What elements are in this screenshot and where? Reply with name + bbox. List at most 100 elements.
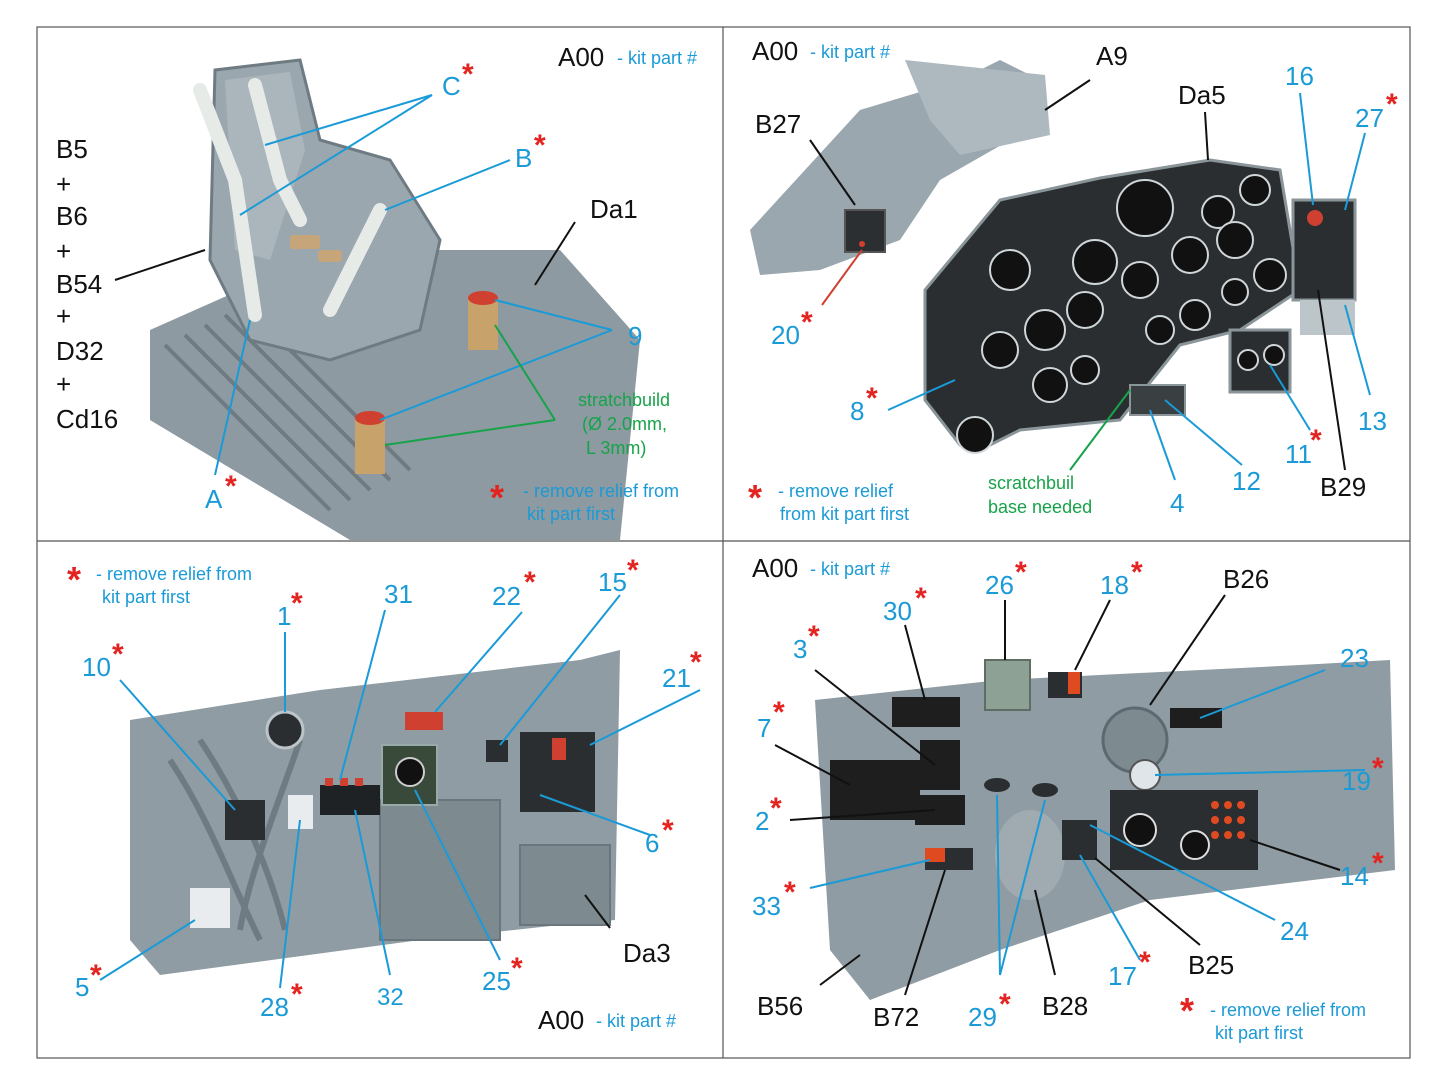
switch-box-B29 — [1291, 198, 1357, 302]
callout-30: 30 — [883, 596, 912, 626]
asterisk: * — [1386, 88, 1398, 121]
switch-B26 — [1101, 706, 1169, 774]
callout-23: 23 — [1340, 643, 1369, 673]
callout-26: 26 — [985, 570, 1014, 600]
knob-29 — [984, 778, 1010, 792]
stretch-note: (Ø 2.0mm, — [582, 414, 667, 434]
remove-relief-note: - remove relief from — [1210, 1000, 1366, 1020]
junction-box — [519, 844, 611, 926]
asterisk: * — [801, 306, 813, 339]
callout-15: 15 — [598, 567, 627, 597]
callout-C: C — [442, 71, 461, 101]
remove-relief-note: kit part first — [102, 587, 190, 607]
asterisk: * — [291, 587, 303, 620]
svg-text:Cd16: Cd16 — [56, 404, 118, 434]
callout-19: 19 — [1342, 766, 1371, 796]
asterisk: * — [999, 988, 1011, 1021]
leader-lines — [774, 594, 1366, 996]
seat-harness — [193, 78, 387, 322]
callout-16: 16 — [1285, 61, 1314, 91]
callout-4: 4 — [1170, 488, 1184, 518]
knob-29 — [1032, 783, 1058, 797]
callout-31: 31 — [384, 579, 413, 609]
svg-text:+: + — [56, 236, 71, 266]
kit-part-suffix: - kit part # — [810, 42, 890, 62]
junction-box — [379, 799, 501, 941]
callout-B29: B29 — [1320, 472, 1366, 502]
callout-20: 20 — [771, 320, 800, 350]
kit-part-code: A00 — [752, 36, 798, 66]
asterisk: * — [1139, 946, 1151, 979]
remove-relief-note: - remove relief from — [96, 564, 252, 584]
asterisk: * — [524, 566, 536, 599]
placard-23 — [1170, 708, 1222, 728]
harness-buckles — [290, 235, 342, 262]
panel-left-wall: * - remove relief from kit part first 1 … — [67, 554, 702, 1035]
box-22 — [405, 712, 443, 730]
stretch-note: stratchbuild — [578, 390, 670, 410]
svg-text:+: + — [56, 301, 71, 331]
remove-relief-note: - remove relief — [778, 481, 894, 501]
callout-21: 21 — [662, 663, 691, 693]
asterisk: * — [90, 959, 102, 992]
callout-1: 1 — [277, 601, 291, 631]
kit-part-code: A00 — [558, 42, 604, 72]
asterisk: * — [1180, 990, 1194, 1031]
box-5 — [190, 888, 230, 928]
asterisk: * — [490, 477, 504, 518]
part-stack: B5 + B6 + B54 + D32 + Cd16 — [56, 134, 118, 434]
callout-22: 22 — [492, 581, 521, 611]
callout-9: 9 — [628, 321, 642, 351]
remove-relief-note: from kit part first — [780, 504, 909, 524]
scratch-note: scratchbuil — [988, 473, 1074, 493]
kit-part-code: A00 — [538, 1005, 584, 1035]
callout-13: 13 — [1358, 406, 1387, 436]
callout-B27: B27 — [755, 109, 801, 139]
asterisk: * — [662, 814, 674, 847]
kit-part-suffix: - kit part # — [810, 559, 890, 579]
asterisk: * — [67, 559, 81, 600]
remove-relief-note: - remove relief from — [523, 481, 679, 501]
svg-text:B5: B5 — [56, 134, 88, 164]
callout-7: 7 — [757, 713, 771, 743]
stretch-cylinder — [468, 291, 498, 350]
switch-box-B27 — [844, 209, 886, 253]
svg-text:+: + — [56, 369, 71, 399]
asterisk: * — [1015, 556, 1027, 589]
callout-25: 25 — [482, 966, 511, 996]
asterisk: * — [462, 58, 474, 91]
callout-18: 18 — [1100, 570, 1129, 600]
panel-dash: A00 - kit part # A9 B27 Da5 16 27 * 20 *… — [748, 36, 1398, 524]
callout-24: 24 — [1280, 916, 1309, 946]
remove-relief-note: kit part first — [1215, 1023, 1303, 1043]
callout-12: 12 — [1232, 466, 1261, 496]
callout-B56: B56 — [757, 991, 803, 1021]
asterisk: * — [1372, 847, 1384, 880]
leader-lines — [809, 79, 1371, 481]
scratch-note: base needed — [988, 497, 1092, 517]
callout-Da3: Da3 — [623, 938, 671, 968]
callout-B25: B25 — [1188, 950, 1234, 980]
panel-seat: A00 - kit part # B5 + B6 + B54 + D32 + C… — [56, 42, 697, 540]
asterisk: * — [748, 477, 762, 518]
callout-2: 2 — [755, 806, 769, 836]
knob-1 — [265, 710, 305, 750]
panel-gauges — [956, 174, 1287, 454]
callout-B28: B28 — [1042, 991, 1088, 1021]
svg-text:+: + — [56, 169, 71, 199]
svg-text:B54: B54 — [56, 269, 102, 299]
asterisk: * — [1310, 424, 1322, 457]
remove-relief-note: kit part first — [527, 504, 615, 524]
asterisk: * — [770, 792, 782, 825]
callout-27: 27 — [1355, 103, 1384, 133]
stretch-note: L 3mm) — [586, 438, 646, 458]
throttle-levers — [1300, 300, 1355, 335]
callout-6: 6 — [645, 828, 659, 858]
asterisk: * — [225, 470, 237, 503]
placard-30 — [892, 697, 960, 727]
asterisk: * — [690, 646, 702, 679]
kit-part-code: A00 — [752, 553, 798, 583]
asterisk: * — [534, 129, 546, 162]
asterisk: * — [627, 554, 639, 587]
asterisk: * — [784, 876, 796, 909]
